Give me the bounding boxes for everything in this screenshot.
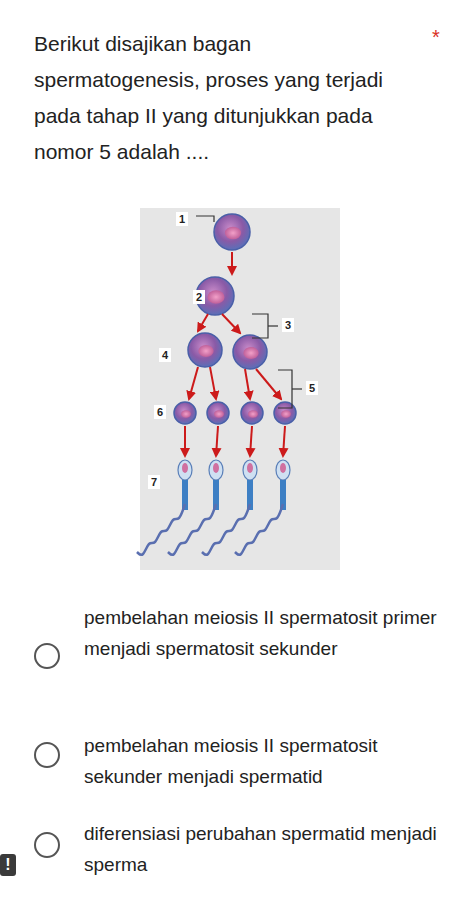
red-arrows bbox=[185, 252, 285, 456]
option-text: pembelahan meiosis II spermatosit sekund… bbox=[84, 730, 440, 792]
badge-text: ! bbox=[0, 856, 16, 874]
callout-number: 7 bbox=[148, 475, 160, 489]
callout-number: 6 bbox=[154, 405, 166, 419]
callout-number: 5 bbox=[306, 381, 318, 395]
radio-button bbox=[35, 644, 59, 857]
callout-number: 3 bbox=[282, 318, 294, 332]
required-mark: * bbox=[432, 26, 440, 49]
bracket bbox=[196, 216, 302, 408]
option-text: diferensiasi perubahan spermatid menjadi… bbox=[84, 818, 440, 880]
alert-badge: ! bbox=[0, 854, 16, 876]
diagram-ground bbox=[140, 208, 340, 570]
cell-drawing bbox=[137, 214, 296, 555]
callout-number: 4 bbox=[159, 348, 171, 362]
option-text: pembelahan meiosis II spermatosit primer… bbox=[84, 602, 440, 664]
question-text: Berikut disajikan bagan spermatogenesis,… bbox=[34, 26, 406, 170]
callout-number: 2 bbox=[193, 290, 205, 304]
callout-number: 1 bbox=[176, 212, 188, 226]
